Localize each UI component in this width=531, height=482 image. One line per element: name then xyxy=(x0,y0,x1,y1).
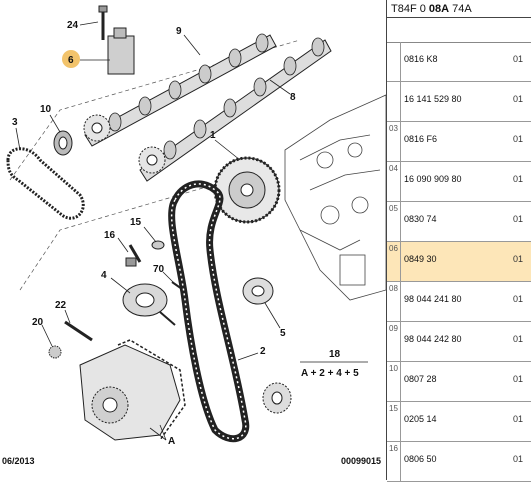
callout-10[interactable]: 10 xyxy=(40,104,52,115)
parts-row[interactable]: 16 141 529 80 01 xyxy=(387,82,531,122)
part-quantity: 01 xyxy=(513,214,524,224)
part-quantity: 01 xyxy=(513,454,524,464)
row-index: 04 xyxy=(387,162,401,201)
exploded-parts-diagram: 24 6 9 8 10 3 1 15 16 70 4 22 20 5 2 18 … xyxy=(2,5,386,466)
part-quantity: 01 xyxy=(513,334,524,344)
part-reference[interactable]: 0816 F6 xyxy=(404,134,438,144)
part-quantity: 01 xyxy=(513,294,524,304)
callout-2[interactable]: 2 xyxy=(260,346,266,357)
pulley-1 xyxy=(213,156,281,224)
part-reference[interactable]: 98 044 242 80 xyxy=(404,334,462,344)
parts-row[interactable]: 0816 K8 01 xyxy=(387,42,531,82)
part-reference[interactable]: 0816 K8 xyxy=(404,54,438,64)
stud-22 xyxy=(64,320,93,342)
camshaft-8 xyxy=(139,37,332,182)
crankshaft-sprocket xyxy=(262,382,292,414)
footer-code: 00099015 xyxy=(341,456,382,466)
row-index: 08 xyxy=(387,282,401,321)
part-quantity: 01 xyxy=(513,54,524,64)
row-index: 06 xyxy=(387,242,401,281)
part-quantity: 01 xyxy=(513,94,524,104)
header-prefix: T84F 0 xyxy=(391,3,429,15)
row-index: 09 xyxy=(387,322,401,361)
part-reference[interactable]: 16 090 909 80 xyxy=(404,174,462,184)
part-reference[interactable]: 98 044 241 80 xyxy=(404,294,462,304)
callout-1[interactable]: 1 xyxy=(210,130,216,141)
row-index: 16 xyxy=(387,442,401,481)
callout-9[interactable]: 9 xyxy=(176,26,182,37)
seal-10 xyxy=(53,130,73,156)
camshaft-sprocket-right xyxy=(138,146,166,174)
part-quantity: 01 xyxy=(513,374,524,384)
row-index xyxy=(387,82,401,121)
footer-date: 06/2013 xyxy=(2,456,35,466)
tensioner-4 xyxy=(122,283,176,326)
callout-70[interactable]: 70 xyxy=(153,264,165,275)
water-pump xyxy=(79,339,186,441)
chain-3 xyxy=(6,147,85,220)
callout-8[interactable]: 8 xyxy=(290,92,296,103)
part-reference[interactable]: 0205 14 xyxy=(404,414,437,424)
callout-4[interactable]: 4 xyxy=(101,270,107,281)
part-reference[interactable]: 0849 30 xyxy=(404,254,437,264)
part-quantity: 01 xyxy=(513,414,524,424)
cylinder-head xyxy=(284,94,386,301)
callout-A[interactable]: A xyxy=(168,436,175,447)
row-index: 03 xyxy=(387,122,401,161)
bolt-16 xyxy=(125,244,142,267)
camshaft-sprocket-left xyxy=(83,114,111,142)
callout-formula: A + 2 + 4 + 5 xyxy=(301,368,359,379)
timing-belt-2 xyxy=(168,180,250,443)
header-bold: 08A xyxy=(428,3,450,15)
callout-18[interactable]: 18 xyxy=(329,349,341,360)
part-reference[interactable]: 0806 50 xyxy=(404,454,437,464)
header-suffix: 74A xyxy=(449,3,472,15)
panel-subheader xyxy=(387,18,531,43)
callout-5[interactable]: 5 xyxy=(280,328,286,339)
part-reference[interactable]: 16 141 529 80 xyxy=(404,94,462,104)
row-index: 15 xyxy=(387,402,401,441)
part-reference[interactable]: 0807 28 xyxy=(404,374,437,384)
part-reference[interactable]: 0830 74 xyxy=(404,214,437,224)
part-quantity: 01 xyxy=(513,174,524,184)
camshaft-9 xyxy=(84,33,277,147)
callout-16[interactable]: 16 xyxy=(104,230,116,241)
callout-24[interactable]: 24 xyxy=(67,20,79,31)
callout-6[interactable]: 6 xyxy=(68,55,74,66)
sensor-6 xyxy=(107,27,135,75)
screw-24 xyxy=(98,5,108,40)
roller-5 xyxy=(242,277,274,305)
callout-15[interactable]: 15 xyxy=(130,217,142,228)
gear-20 xyxy=(48,345,62,359)
part-quantity: 01 xyxy=(513,134,524,144)
row-index: 05 xyxy=(387,202,401,241)
washer-15 xyxy=(151,240,165,250)
part-quantity: 01 xyxy=(513,254,524,264)
row-index: 10 xyxy=(387,362,401,401)
callout-6-highlight xyxy=(62,50,80,68)
callout-22[interactable]: 22 xyxy=(55,300,67,311)
callout-3[interactable]: 3 xyxy=(12,117,18,128)
callout-20[interactable]: 20 xyxy=(32,317,44,328)
panel-header: T84F 0 08A 74A xyxy=(387,0,531,18)
row-index xyxy=(387,42,401,81)
